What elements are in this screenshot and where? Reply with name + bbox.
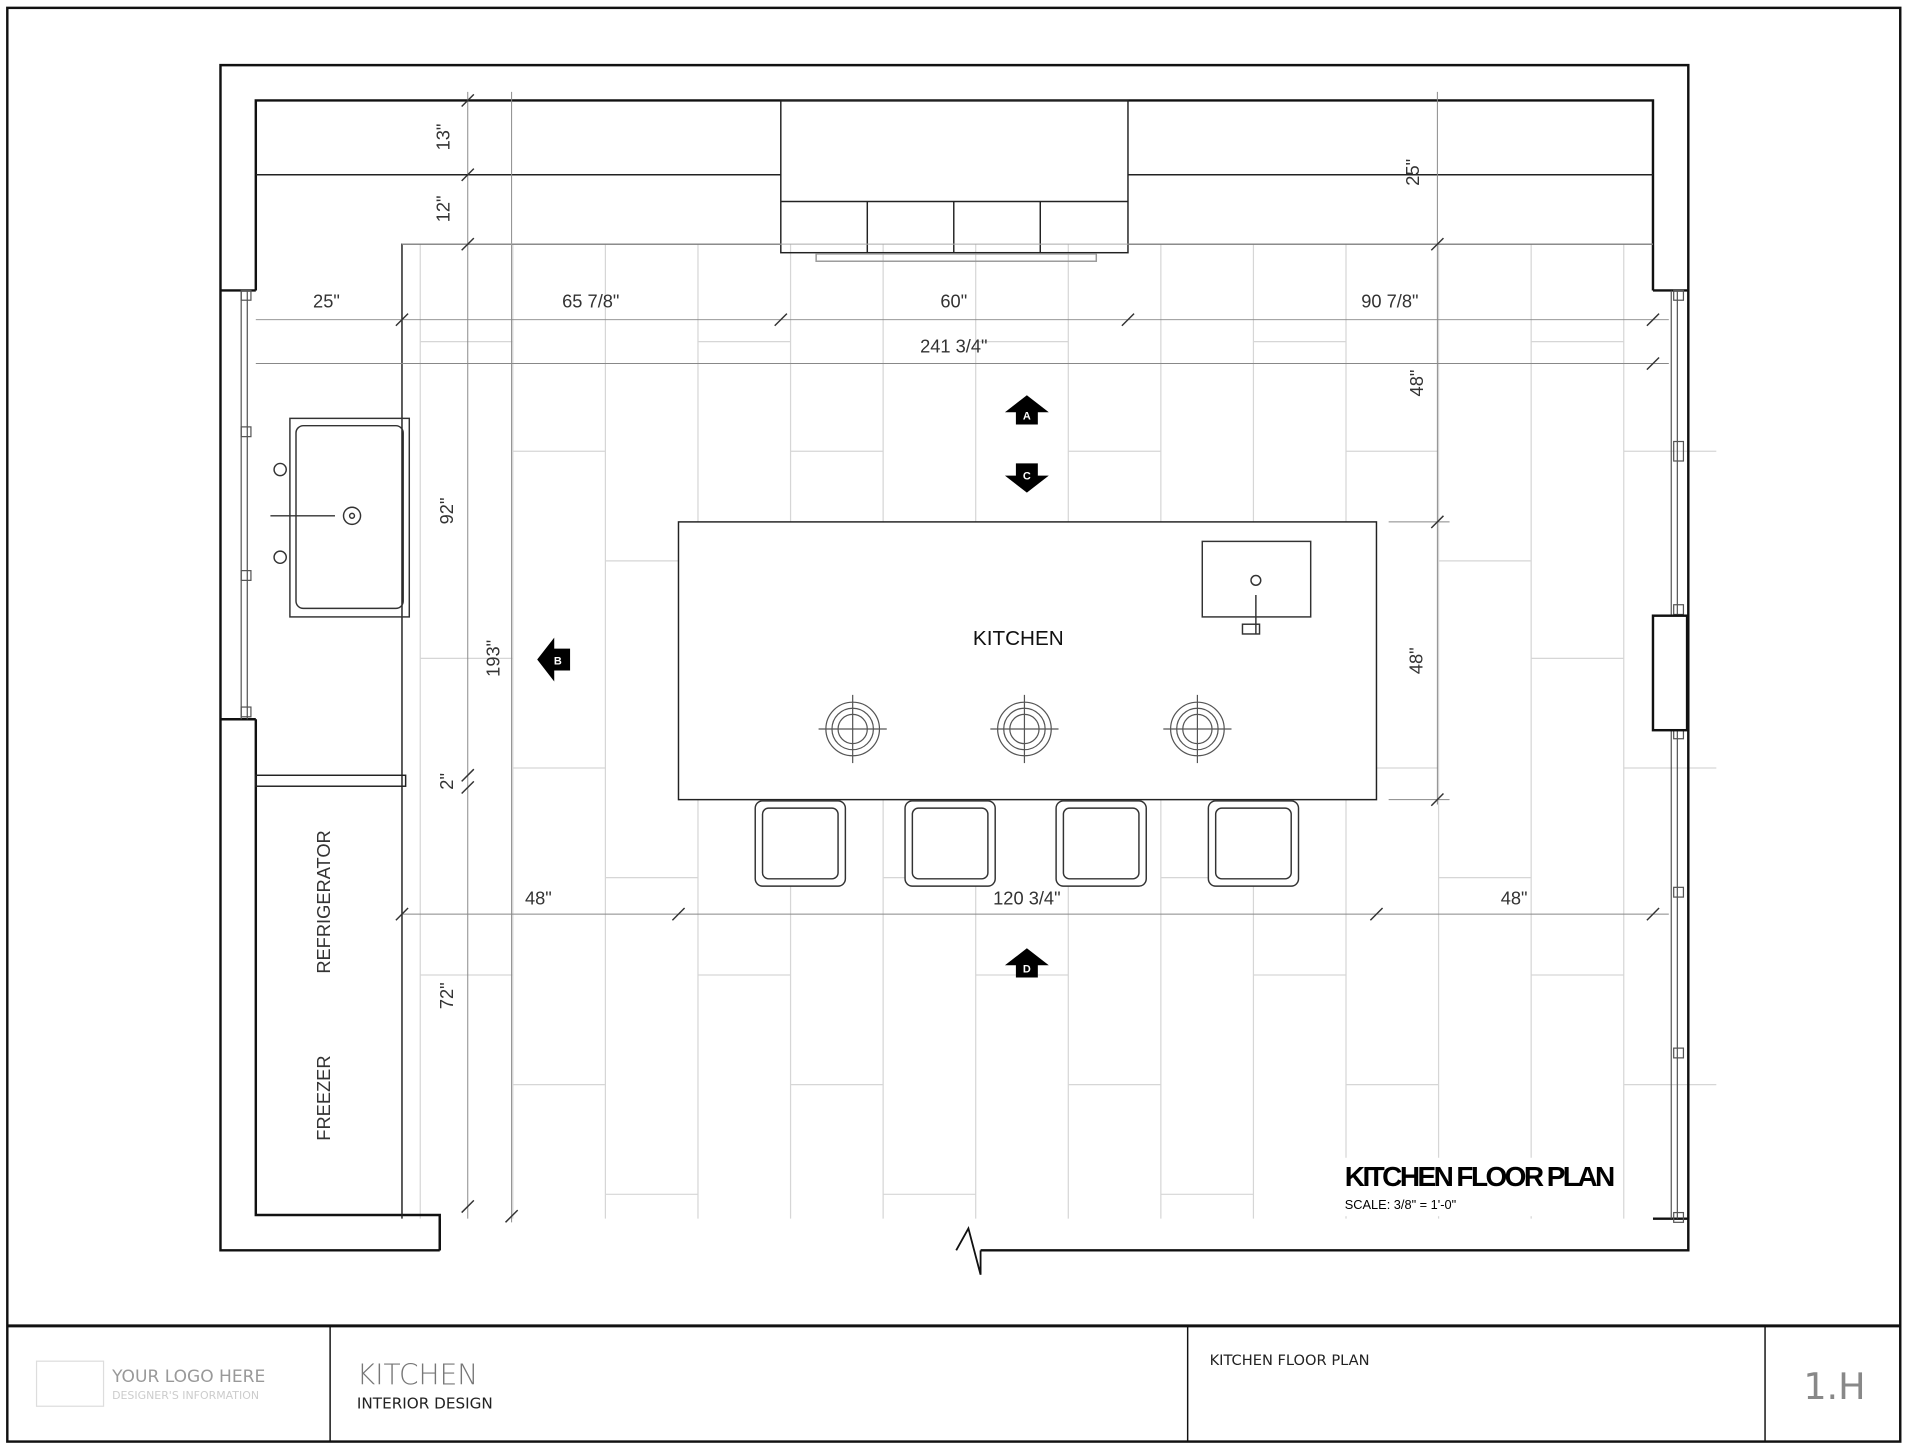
logo-text: YOUR LOGO HERE [111, 1367, 265, 1387]
dim-193: 193" [482, 640, 503, 677]
elevation-marker-a[interactable]: A [1004, 395, 1049, 425]
refrigerator-label: REFRIGERATOR [313, 830, 334, 973]
bar-stool [904, 800, 996, 887]
dim-13: 13" [432, 124, 453, 151]
dim-90-7-8: 90 7/8" [1361, 291, 1418, 312]
dim-2: 2" [436, 773, 457, 790]
elevation-marker-c[interactable]: C [1004, 463, 1049, 493]
burner-icon [1163, 694, 1232, 764]
range-hood [780, 99, 1129, 262]
plan-title: KITCHEN FLOOR PLAN [1345, 1161, 1615, 1192]
dim-overall-width: 241 3/4" [920, 336, 987, 357]
fridge-divider [255, 774, 407, 787]
plan-title-bg [1339, 1157, 1623, 1217]
dimension-lines [255, 91, 1669, 1223]
dim-48-bottom-right: 48" [1501, 887, 1528, 908]
sheet-number: 1.H [1803, 1365, 1865, 1408]
dim-12: 12" [432, 195, 453, 222]
cooktop-burners [818, 694, 1232, 764]
marker-b-label: B [554, 655, 562, 667]
dim-92: 92" [436, 498, 457, 525]
window-left [240, 289, 252, 720]
room-label: KITCHEN [973, 627, 1064, 650]
elevation-marker-b[interactable]: B [537, 637, 571, 682]
burner-icon [990, 694, 1059, 764]
plan-scale: SCALE: 3/8" = 1'-0" [1345, 1197, 1456, 1212]
elevation-marker-d[interactable]: D [1004, 948, 1049, 978]
dim-25-left: 25" [313, 291, 340, 312]
bar-stool [754, 800, 847, 887]
dim-72: 72" [436, 982, 457, 1009]
island-sink [1201, 540, 1312, 635]
dimension-ticks [395, 93, 1660, 1223]
project-subtitle: INTERIOR DESIGN [357, 1395, 493, 1413]
marker-c-label: C [1023, 470, 1031, 482]
freezer-label: FREEZER [313, 1055, 334, 1140]
logo-placeholder [35, 1360, 105, 1407]
sheet-border [6, 6, 1902, 1443]
dim-65-7-8: 65 7/8" [562, 291, 619, 312]
dim-48-mid: 48" [1406, 647, 1427, 674]
dim-island-width: 120 3/4" [993, 887, 1060, 908]
bar-stools [754, 800, 1300, 887]
window-right [1651, 289, 1689, 1223]
burner-icon [818, 694, 887, 764]
sheet-title: KITCHEN FLOOR PLAN [1210, 1352, 1370, 1369]
designer-info: DESIGNER'S INFORMATION [112, 1389, 259, 1402]
bar-stool [1055, 800, 1147, 887]
marker-d-label: D [1023, 964, 1031, 976]
dim-25-right: 25" [1402, 159, 1423, 186]
kitchen-island [677, 521, 1378, 801]
dim-48-top: 48" [1406, 370, 1427, 397]
title-block: YOUR LOGO HERE DESIGNER'S INFORMATION KI… [7, 1324, 1901, 1442]
dim-48-bottom-left: 48" [525, 887, 552, 908]
marker-a-label: A [1023, 411, 1031, 423]
wall-sink [270, 417, 411, 618]
dim-60: 60" [940, 291, 967, 312]
bar-stool [1207, 800, 1300, 887]
project-name: KITCHEN [357, 1358, 478, 1391]
